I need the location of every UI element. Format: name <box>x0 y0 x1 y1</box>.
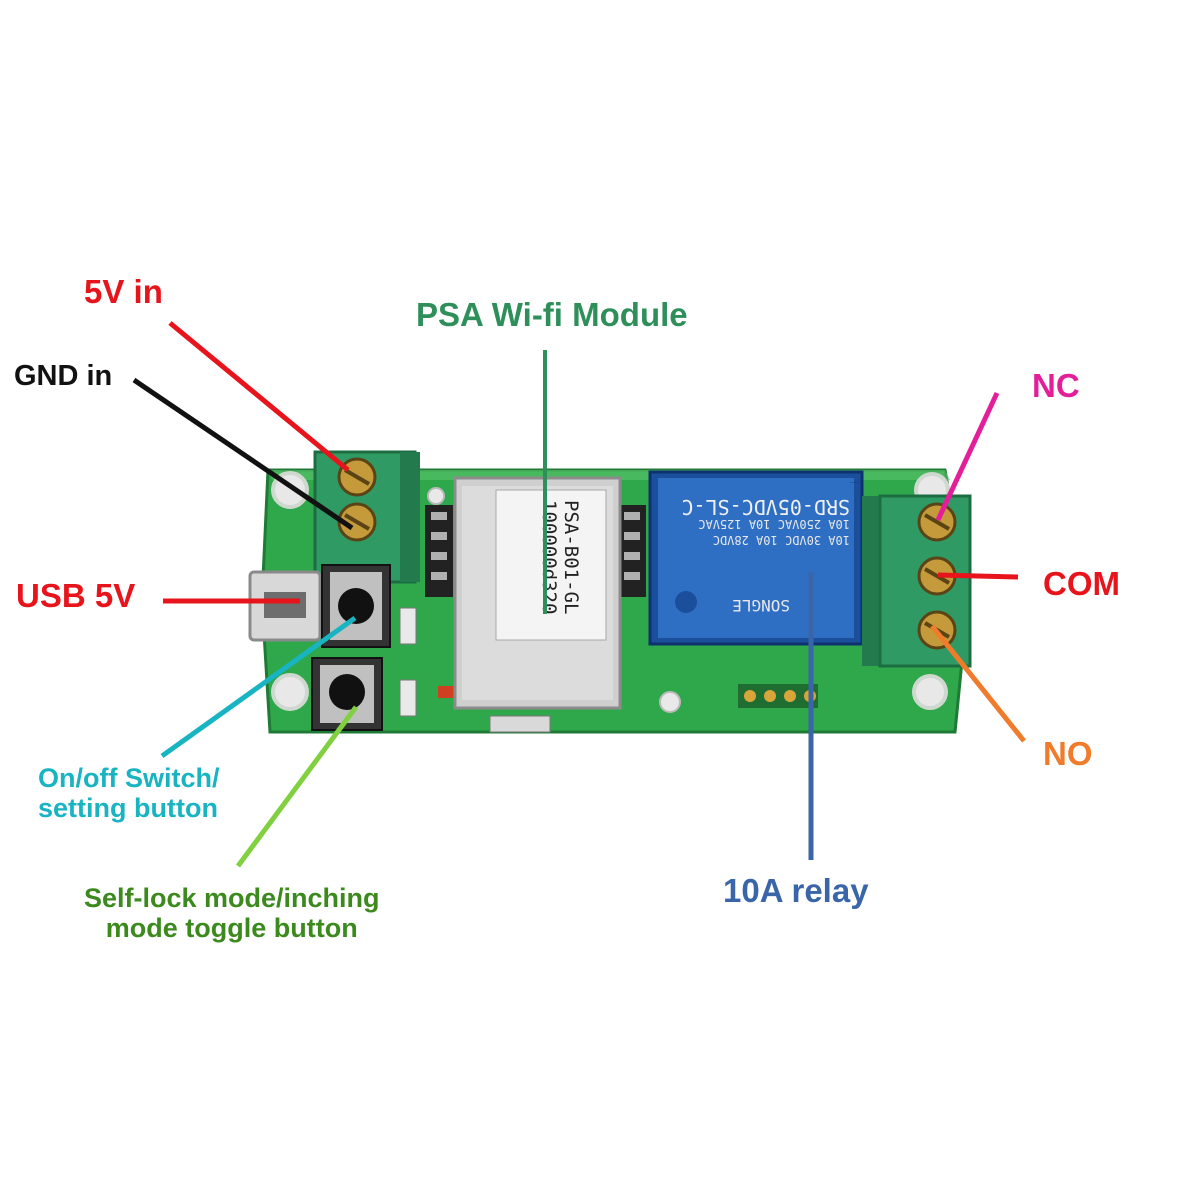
label-onoff-line1: On/off Switch/ <box>38 763 220 793</box>
module-print-line1: PSA-B01-GL <box>560 500 582 614</box>
relay-print-brand: SONGLE <box>732 596 790 615</box>
label-gnd-in: GND in <box>14 360 113 392</box>
label-selflock-line1: Self-lock mode/inching <box>84 883 380 913</box>
label-selflock-toggle: Self-lock mode/inching mode toggle butto… <box>84 883 380 943</box>
label-usb-5v: USB 5V <box>16 577 136 614</box>
leader-selflock <box>235 705 359 868</box>
label-10a-relay: 10A relay <box>723 872 869 909</box>
relay-component: SRD-05VDC-SL-C SRD-05VDC-SL-C 10A 250VAC… <box>648 470 864 646</box>
relay-print-line1: SRD-05VDC-SL-C <box>850 481 859 483</box>
pin-header-right <box>618 505 646 597</box>
relay-print-model: SRD-05VDC-SL-C <box>681 495 850 519</box>
mounting-hole <box>912 674 948 710</box>
relay-print-rating2: 10A 30VDC 10A 28VDC <box>713 533 850 547</box>
pin-header-left <box>425 505 453 597</box>
relay-print-rating1: 10A 250VAC 10A 125VAC <box>698 517 850 531</box>
label-5v-in: 5V in <box>84 273 163 310</box>
leader-no <box>930 624 1026 743</box>
leader-gnd <box>132 377 354 531</box>
power-screw-terminal <box>313 450 420 584</box>
mounting-hole <box>271 673 309 711</box>
leader-onoff <box>160 615 357 759</box>
relay-screw-terminal <box>862 494 972 668</box>
leader-5v <box>168 321 350 472</box>
label-no: NO <box>1043 735 1093 772</box>
micro-usb-port <box>248 570 322 642</box>
module-print-line2: 100000d320 <box>538 500 560 614</box>
label-nc: NC <box>1032 367 1080 404</box>
leader-nc <box>935 391 1000 522</box>
label-onoff-line2: setting button <box>38 792 218 823</box>
leader-com <box>937 572 1019 580</box>
label-selflock-line2: mode toggle button <box>105 912 358 943</box>
label-wifi-module: PSA Wi-fi Module <box>416 296 688 333</box>
wifi-module: PSA-B01-GL 100000d320 <box>453 476 622 710</box>
label-onoff-switch: On/off Switch/ setting button <box>38 763 220 823</box>
label-com: COM <box>1043 565 1120 602</box>
